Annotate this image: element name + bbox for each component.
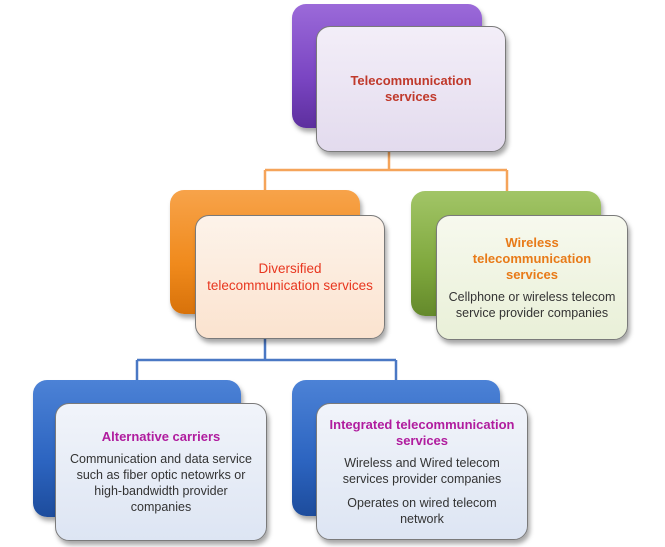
root-node-title: Telecommunication services xyxy=(350,73,472,104)
alternative-node-description: Communication and data service such as f… xyxy=(69,452,253,514)
root-node[interactable]: Telecommunication services xyxy=(316,26,506,152)
alternative-node[interactable]: Alternative carriers Communication and d… xyxy=(55,403,267,541)
connector-diversified-to-children xyxy=(135,339,398,380)
diversified-node[interactable]: Diversified telecommunication services xyxy=(195,215,385,339)
connector-root-to-children xyxy=(263,152,509,191)
alternative-node-title: Alternative carriers xyxy=(101,429,221,444)
integrated-node-title: Integrated telecommunication services xyxy=(329,416,515,448)
wireless-node-description: Cellphone or wireless telecom service pr… xyxy=(448,289,616,320)
diversified-node-title: Diversified telecommunication services xyxy=(207,261,373,293)
integrated-node-description-2: Operates on wired telecom network xyxy=(347,495,497,526)
integrated-node-description-1: Wireless and Wired telecom services prov… xyxy=(342,455,502,486)
integrated-node[interactable]: Integrated telecommunication services Wi… xyxy=(316,403,528,540)
wireless-node-title: Wireless telecommunication services xyxy=(472,234,592,282)
wireless-node[interactable]: Wireless telecommunication services Cell… xyxy=(436,215,628,340)
